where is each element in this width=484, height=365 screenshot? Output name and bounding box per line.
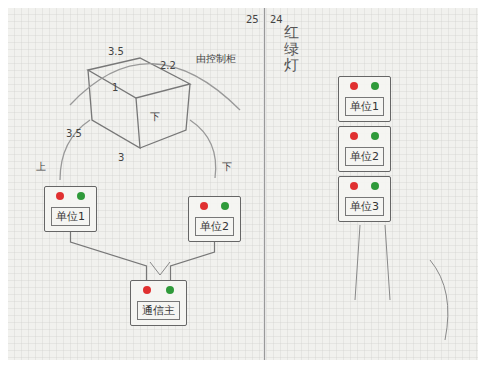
signal-unit-box: 单位1 xyxy=(44,186,97,232)
dimension-number: 2.2 xyxy=(160,60,176,71)
signal-unit-box: 单位2 xyxy=(338,126,391,172)
note-text: 红绿灯 xyxy=(284,24,299,74)
red-light xyxy=(350,132,358,140)
unit-label: 单位1 xyxy=(345,97,384,116)
dimension-number: 3.5 xyxy=(66,128,82,139)
dimension-number: 3 xyxy=(118,152,124,163)
signal-unit-box: 单位2 xyxy=(188,196,241,242)
signal-unit-box: 单位3 xyxy=(338,176,391,222)
unit-label: 通信主 xyxy=(137,301,180,320)
green-light xyxy=(166,286,174,294)
connector-line xyxy=(171,242,215,280)
connector-line xyxy=(71,232,147,280)
green-light xyxy=(221,202,229,210)
box-sketch xyxy=(60,58,240,180)
signal-unit-box: 单位1 xyxy=(338,76,391,122)
red-light xyxy=(200,202,208,210)
red-light xyxy=(350,82,358,90)
dimension-number: 3.5 xyxy=(108,46,124,57)
green-light xyxy=(371,82,379,90)
green-light xyxy=(371,132,379,140)
dimension-number: 1 xyxy=(112,82,118,93)
green-light xyxy=(77,192,85,200)
note-text: 由控制柜 xyxy=(196,52,236,66)
right-page xyxy=(266,8,478,360)
left-page xyxy=(8,8,263,360)
note-text: 上 xyxy=(36,160,46,174)
green-light xyxy=(371,182,379,190)
unit-label: 单位2 xyxy=(345,147,384,166)
dimension-number: 24 xyxy=(270,14,283,25)
unit-label: 单位3 xyxy=(345,197,384,216)
note-text: 下 xyxy=(222,160,232,174)
leader-lines xyxy=(150,225,448,340)
dimension-number: 25 xyxy=(246,14,259,25)
unit-label: 单位1 xyxy=(51,207,90,226)
signal-unit-box: 通信主 xyxy=(130,280,187,326)
red-light xyxy=(143,286,151,294)
red-light xyxy=(350,182,358,190)
unit-label: 单位2 xyxy=(195,217,234,236)
note-text: 下 xyxy=(150,110,160,124)
red-light xyxy=(56,192,64,200)
